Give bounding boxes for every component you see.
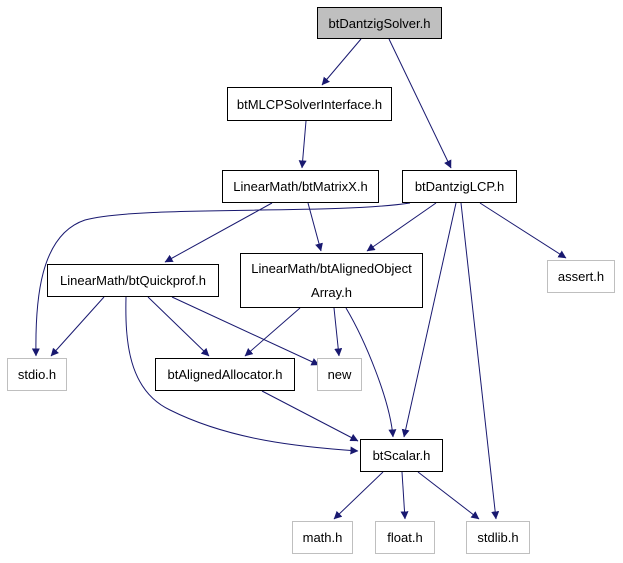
- edge-root-to-lcp: [388, 38, 452, 169]
- node-float-h: float.h: [375, 521, 435, 554]
- node-new: new: [317, 358, 362, 391]
- node-label: LinearMath/btQuickprof.h: [60, 273, 206, 288]
- node-stdlib-h: stdlib.h: [466, 521, 530, 554]
- edge-allocator-to-scalar: [261, 390, 359, 442]
- node-label: LinearMath/btMatrixX.h: [233, 179, 368, 194]
- edge-lcp-to-scalar: [401, 202, 457, 438]
- node-label-line-1: LinearMath/btAlignedObject: [251, 260, 412, 276]
- node-btscalar-h[interactable]: btScalar.h: [360, 439, 443, 472]
- node-label-line-2: Array.h: [311, 284, 352, 300]
- node-label: btDantzigSolver.h: [328, 15, 431, 31]
- edge-aligned_array-to-allocator: [244, 307, 301, 357]
- node-btmlcpsolverinterface-h[interactable]: btMLCPSolverInterface.h: [227, 87, 392, 121]
- edge-scalar-to-float: [400, 471, 409, 520]
- node-btdantziglcp-h[interactable]: btDantzigLCP.h: [402, 170, 517, 203]
- node-stdio-h: stdio.h: [7, 358, 67, 391]
- node-label: math.h: [302, 530, 343, 545]
- node-btdantzigsolver-h: btDantzigSolver.h: [317, 7, 442, 39]
- edge-quickprof-to-stdio: [50, 296, 105, 357]
- node-btquickprof-h[interactable]: LinearMath/btQuickprof.h: [47, 264, 219, 297]
- edge-aligned_array-to-new: [333, 307, 343, 357]
- edge-scalar-to-math: [333, 471, 384, 520]
- node-label: btAlignedAllocator.h: [167, 367, 283, 382]
- node-btmatrixx-h[interactable]: LinearMath/btMatrixX.h: [222, 170, 379, 203]
- node-label: float.h: [387, 530, 423, 545]
- node-label: btScalar.h: [372, 448, 431, 463]
- node-label: btMLCPSolverInterface.h: [236, 96, 383, 112]
- edge-quickprof-to-scalar: [125, 296, 359, 455]
- edge-lcp-to-stdlib: [460, 202, 500, 520]
- edge-matrixx-to-quickprof: [164, 202, 273, 263]
- node-math-h: math.h: [292, 521, 353, 554]
- node-label: assert.h: [557, 269, 605, 284]
- node-btalignedallocator-h[interactable]: btAlignedAllocator.h: [155, 358, 295, 391]
- edge-matrixx-to-aligned_array: [307, 202, 323, 252]
- node-label: stdio.h: [17, 367, 57, 382]
- edge-lcp-to-stdio: [31, 202, 411, 357]
- edge-scalar-to-stdlib: [417, 471, 480, 520]
- node-label: btDantzigLCP.h: [414, 179, 505, 194]
- edges-layer: [31, 38, 567, 520]
- node-assert-h: assert.h: [547, 260, 615, 293]
- node-label: stdlib.h: [477, 530, 519, 545]
- edge-aligned_array-to-scalar: [345, 307, 397, 438]
- edge-lcp-to-aligned_array: [366, 202, 437, 252]
- edge-quickprof-to-new: [171, 296, 320, 366]
- edge-lcp-to-assert: [479, 202, 567, 259]
- node-btalignedobjectarray-h[interactable]: LinearMath/btAlignedObject Array.h: [240, 253, 423, 308]
- node-label: new: [327, 367, 352, 382]
- edge-mlcp-to-matrixx: [298, 120, 307, 169]
- edge-root-to-mlcp: [321, 38, 362, 86]
- edge-quickprof-to-allocator: [147, 296, 210, 357]
